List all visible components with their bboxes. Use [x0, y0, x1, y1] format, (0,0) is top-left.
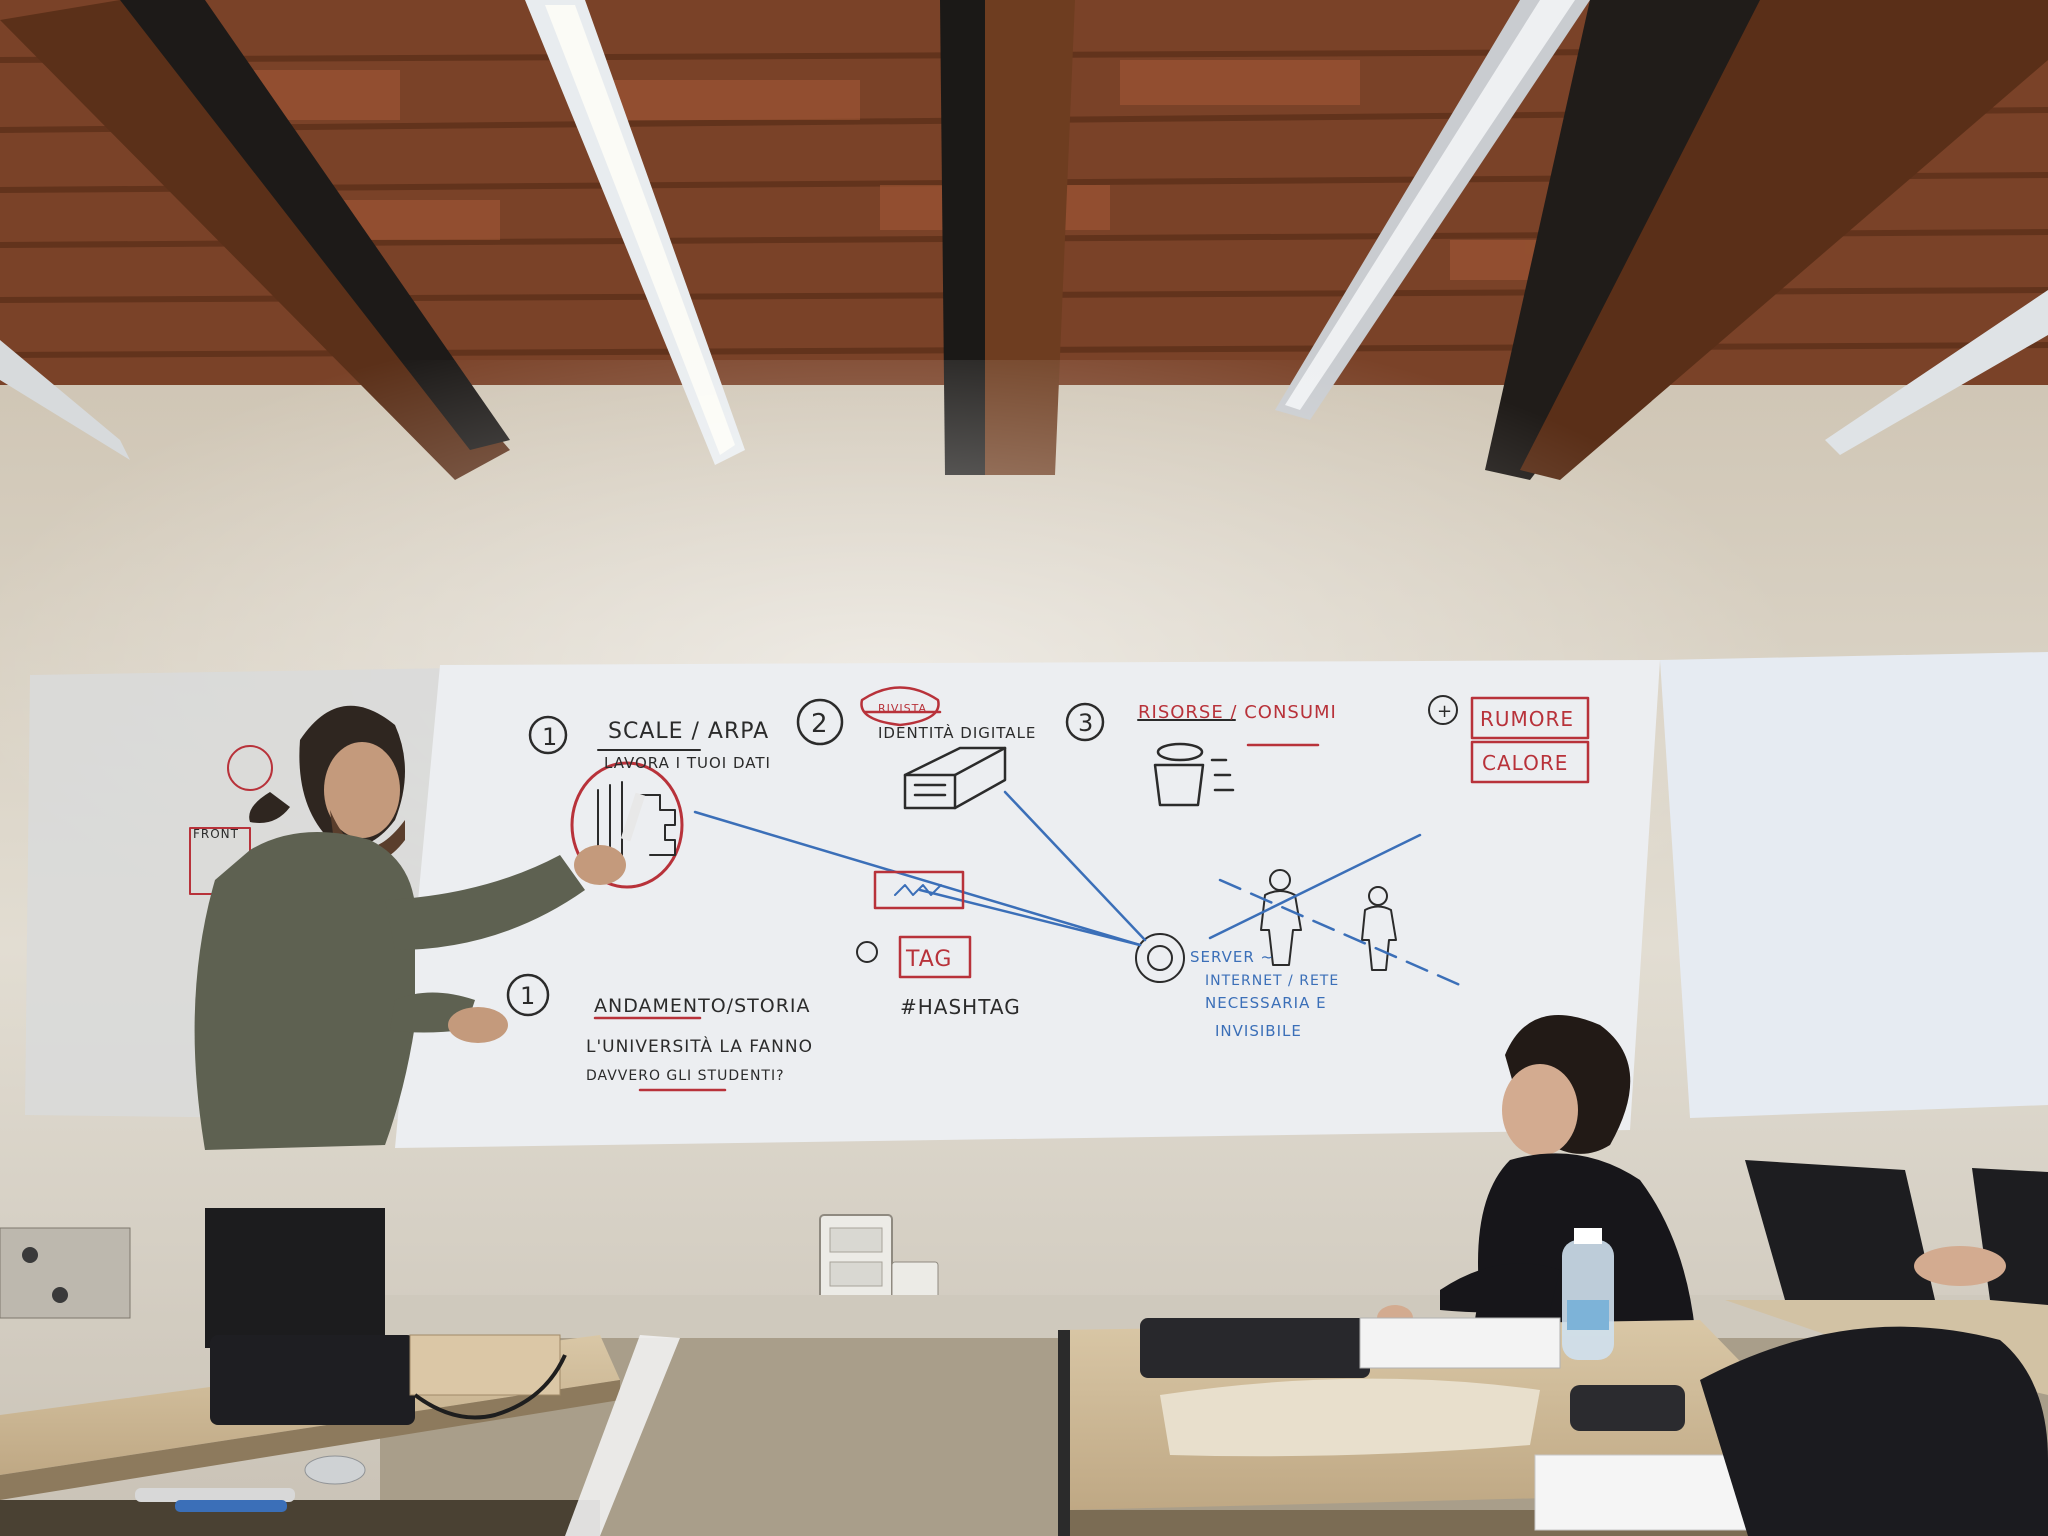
paper-sheet: [1534, 1454, 1766, 1531]
blue-connection-lines: [693, 790, 1462, 987]
calore-box: [1470, 740, 1590, 784]
number-circle-1: [528, 715, 568, 755]
tape-roll: [304, 1455, 366, 1485]
section2-bubble: RIVISTA: [878, 702, 927, 715]
box-rumore: RUMORE: [1480, 707, 1574, 731]
plus-sign: +: [1437, 701, 1453, 722]
rumore-box: [1470, 696, 1590, 740]
server-line2: INTERNET / RETE: [1205, 973, 1339, 989]
num-1: 1: [542, 723, 558, 751]
num-2: 2: [811, 709, 829, 739]
closed-laptop: [1140, 1318, 1370, 1378]
laptop-1: [1745, 1160, 1935, 1300]
bin-sketch: [1153, 742, 1235, 807]
left-partial-text: FRONT: [193, 827, 239, 841]
people-sketch: [1260, 869, 1397, 971]
box-calore: CALORE: [1482, 751, 1568, 775]
tag-label: TAG: [905, 947, 952, 972]
number-circle-2: [796, 698, 844, 746]
section2-title: IDENTITÀ DIGITALE: [878, 723, 1036, 742]
whiteboard-drawings: [189, 686, 1590, 1092]
number-circle-4: [506, 973, 550, 1017]
middle-red-box: [873, 870, 965, 910]
projector: [210, 1335, 415, 1425]
middle-scribble: [894, 884, 942, 896]
section4-line1: L'UNIVERSITÀ LA FANNO: [586, 1035, 813, 1057]
server-line1: SERVER ~: [1190, 948, 1274, 966]
section4-title: ANDAMENTO/STORIA: [594, 995, 811, 1017]
section4-line2: DAVVERO GLI STUDENTI?: [586, 1068, 785, 1084]
server-circle: [1135, 933, 1185, 983]
box-sketch: [903, 746, 1007, 810]
stairs-sketch: [570, 761, 684, 889]
num-4: 1: [520, 982, 536, 1010]
handwritten-text: 1 SCALE / ARPA LAVORA I TUOI DATI 2 RIVI…: [193, 701, 1574, 1084]
num-3: 3: [1078, 709, 1094, 737]
section1-sub: LAVORA I TUOI DATI: [604, 754, 771, 772]
small-circle: [856, 941, 878, 963]
plus-circle: [1428, 695, 1458, 725]
server-line3: NECESSARIA E: [1205, 994, 1327, 1012]
marker: [135, 1488, 295, 1502]
section3-title: RISORSE / CONSUMI: [1138, 702, 1337, 723]
glasses-case: [1570, 1385, 1685, 1431]
hashtag-label: #HASHTAG: [900, 995, 1021, 1019]
number-circle-3: [1065, 702, 1105, 742]
coat: [1700, 1326, 2048, 1536]
notebook: [1359, 1317, 1561, 1369]
table-objects: [135, 1160, 2048, 1536]
tote-bag: [1160, 1378, 1540, 1457]
book: [409, 1334, 561, 1396]
tag-box: [898, 935, 972, 979]
server-line4: INVISIBILE: [1215, 1022, 1302, 1040]
wall-outlets: [0, 1214, 939, 1319]
presenter: [194, 705, 646, 1348]
chair: [565, 1335, 680, 1536]
section1-title: SCALE / ARPA: [608, 719, 769, 744]
